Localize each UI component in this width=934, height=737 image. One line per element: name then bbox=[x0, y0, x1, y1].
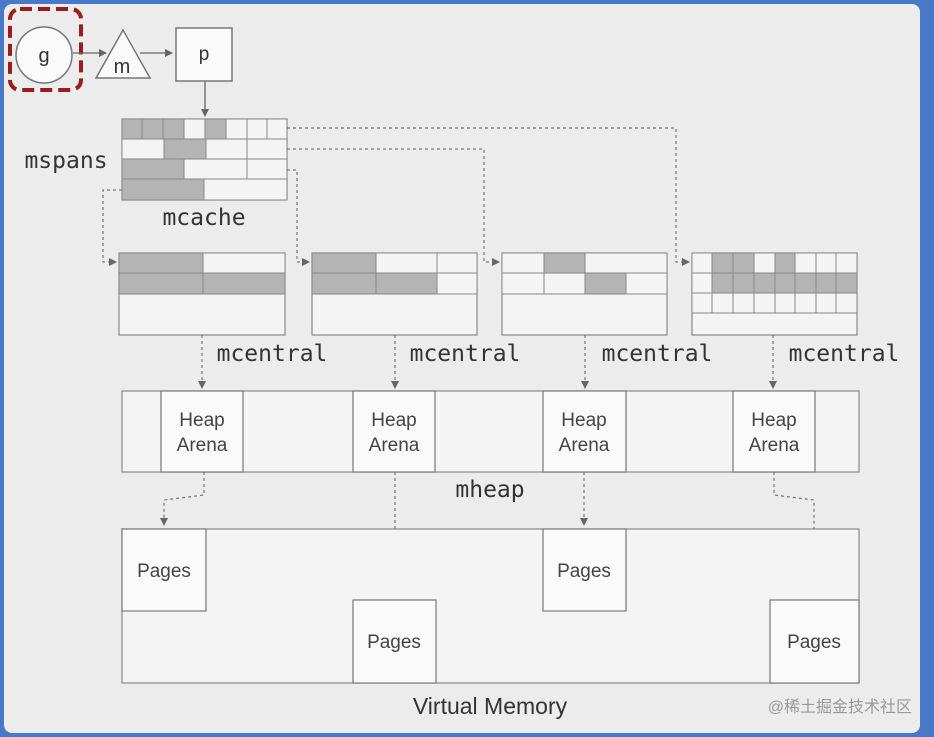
mcentral-2-label: mcentral bbox=[410, 341, 521, 367]
g-node bbox=[15, 26, 73, 84]
pages-block-1-label: Pages bbox=[137, 561, 191, 582]
arena-1-to-pages-arrow bbox=[160, 472, 205, 526]
pages-block-3 bbox=[542, 528, 627, 612]
heap-arena-4-line2: Arena bbox=[749, 435, 800, 456]
mcentral-4-label: mcentral bbox=[789, 341, 900, 367]
heap-arena-3-line2: Arena bbox=[559, 435, 610, 456]
virtual-memory-label: Virtual Memory bbox=[413, 693, 568, 719]
g-label: g bbox=[38, 45, 49, 67]
heap-arena-2-line2: Arena bbox=[369, 435, 420, 456]
pages-block-3-label: Pages bbox=[557, 561, 611, 582]
mcache-label: mcache bbox=[162, 205, 245, 231]
m-node bbox=[94, 28, 152, 79]
mheap-label: mheap bbox=[455, 477, 524, 503]
mcache-to-mcentral-2-arrow bbox=[287, 169, 310, 266]
mcentral-2-box bbox=[311, 252, 478, 336]
mcentral-3-box bbox=[501, 252, 668, 336]
heap-arena-1 bbox=[160, 390, 244, 473]
mcache-to-mcentral-3-arrow bbox=[287, 148, 500, 266]
arena-4-to-pages-arrow bbox=[773, 472, 818, 597]
pages-block-4 bbox=[769, 599, 860, 684]
mspans-label: mspans bbox=[24, 148, 107, 174]
mcache-to-mcentral-4-arrow bbox=[287, 127, 690, 266]
mcentral-1-label: mcentral bbox=[217, 341, 328, 367]
heap-arena-1-line1: Heap bbox=[179, 410, 224, 431]
m-label: m bbox=[114, 56, 131, 78]
g-highlight-frame bbox=[8, 7, 83, 92]
p-node bbox=[175, 27, 233, 82]
heap-arena-2-line1: Heap bbox=[371, 410, 416, 431]
heap-arena-1-line2: Arena bbox=[177, 435, 228, 456]
pages-block-1 bbox=[121, 528, 207, 612]
mcentral-1-box bbox=[118, 252, 286, 336]
p-label: p bbox=[199, 44, 210, 65]
heap-arena-4 bbox=[732, 390, 816, 473]
heap-arena-4-line1: Heap bbox=[751, 410, 796, 431]
heap-arena-3-line1: Heap bbox=[561, 410, 606, 431]
mcache-grid bbox=[121, 118, 288, 201]
pages-block-4-label: Pages bbox=[787, 632, 841, 653]
mcentral-3-label: mcentral bbox=[602, 341, 713, 367]
mcache-to-mcentral-1-arrow bbox=[102, 189, 122, 266]
pages-block-2-label: Pages bbox=[367, 632, 421, 653]
pages-block-2 bbox=[352, 599, 437, 684]
virtual-memory-box bbox=[121, 528, 860, 684]
heap-arena-3 bbox=[542, 390, 627, 473]
heap-arena-2 bbox=[352, 390, 436, 473]
watermark-text: @稀土掘金技术社区 bbox=[768, 698, 912, 716]
mcentral-4-box bbox=[691, 252, 858, 336]
